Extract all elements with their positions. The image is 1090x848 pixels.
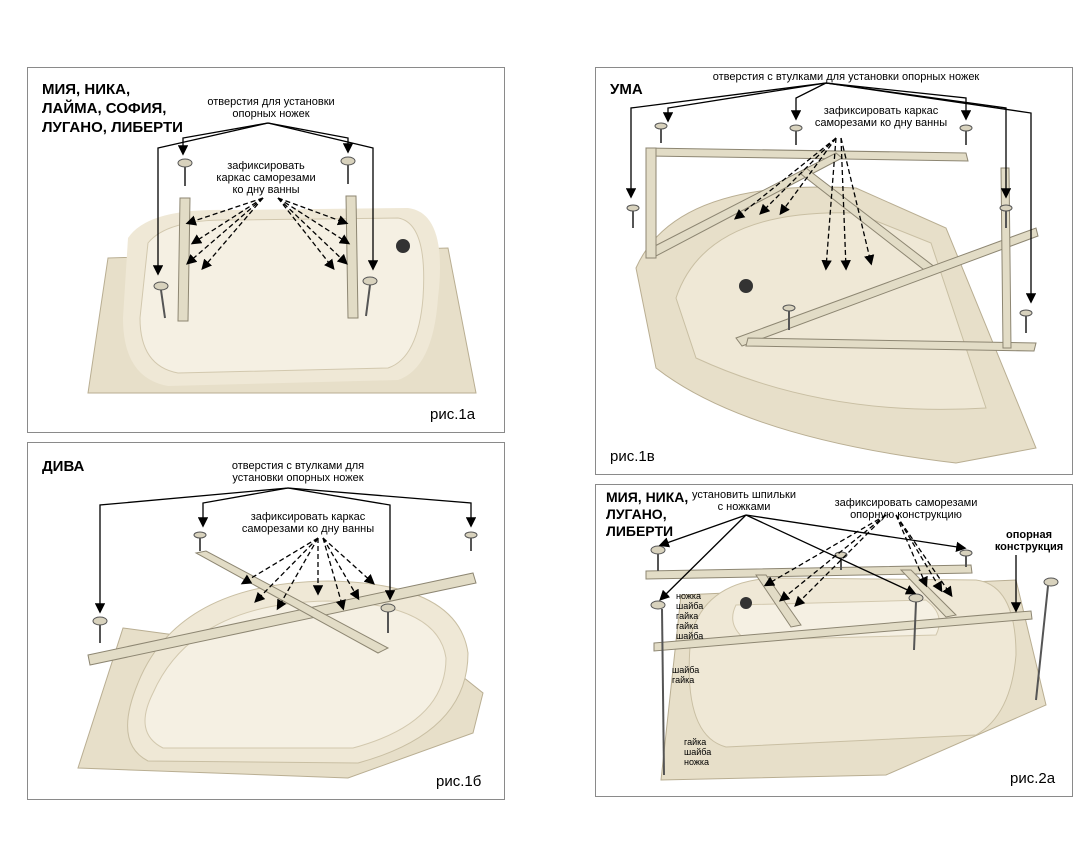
panel-title: ДИВА [42,458,85,475]
holes-note: отверстия с втулками для установки опорн… [712,71,980,83]
holes-note: отверстия для установки опорных ножек [207,96,335,120]
support-structure-note: опорная конструкция [994,529,1064,553]
fix-note: зафиксировать каркас саморезами ко дну в… [814,105,948,129]
parts-mid-list: шайба гайка [672,665,700,685]
panel-title: МИЯ, НИКА, ЛАЙМА, СОФИЯ, ЛУГАНО, ЛИБЕРТИ [42,81,183,136]
fix-note: зафиксировать каркас саморезами ко дну в… [216,160,316,196]
pins-note: установить шпильки с ножками [692,489,796,513]
fix-note: зафиксировать каркас саморезами ко дну в… [241,511,375,535]
panel-fig-1v: УМА отверстия с втулками для установки о… [595,67,1073,475]
fix-note: зафиксировать саморезами опорную констру… [834,497,978,521]
panel-fig-2a: МИЯ, НИКА, ЛУГАНО, ЛИБЕРТИ установить шп… [595,484,1073,797]
bathtub-1v-illustration [625,82,1039,464]
figure-number: рис.1а [430,406,476,423]
bathtub-1a-illustration [87,122,477,394]
parts-bottom-list: гайка шайба ножка [684,737,712,767]
bathtub-2a-illustration [645,514,1059,781]
parts-top-list: ножка шайба гайка гайка шайба [676,591,704,641]
panel-title: УМА [610,81,643,98]
figure-number: рис.2а [1010,770,1056,787]
panel-fig-1b: ДИВА отверстия с втулками для установки … [27,442,505,800]
bathtub-1b-illustration [77,487,484,779]
panel-title: МИЯ, НИКА, ЛУГАНО, ЛИБЕРТИ [606,489,689,539]
holes-note: отверстия с втулками для установки опорн… [231,460,365,484]
figure-number: рис.1б [436,773,482,790]
panel-fig-1a: МИЯ, НИКА, ЛАЙМА, СОФИЯ, ЛУГАНО, ЛИБЕРТИ… [27,67,505,433]
figure-number: рис.1в [610,448,655,465]
